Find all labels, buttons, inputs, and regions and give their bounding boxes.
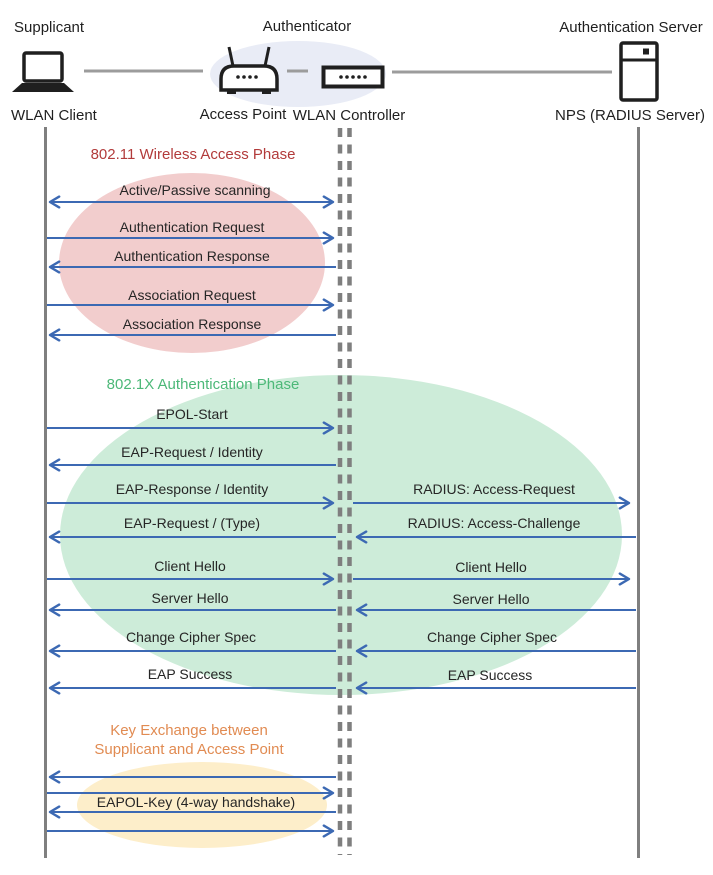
msg-label-eap-success-right: EAP Success [447,667,533,683]
msg-label-server-hello-left: Server Hello [151,590,229,606]
msg-label-client-hello-left: Client Hello [154,558,226,574]
msg-label-eap-request-type: EAP-Request / (Type) [123,515,261,531]
phase3-title-line1: Key Exchange between [110,722,268,739]
msg-label-assoc-request: Association Request [128,287,256,303]
phase2-title: 802.1X Authentication Phase [106,376,300,393]
phase3-title-line2: Supplicant and Access Point [94,741,284,758]
msg-label-change-cipher-left: Change Cipher Spec [126,629,256,645]
phase1-title: 802.11 Wireless Access Phase [90,146,296,163]
phase1-ellipse [59,173,325,353]
device-access-point: Access Point [199,106,287,123]
wlan-controller-icon [321,65,385,89]
msg-label-assoc-response: Association Response [122,316,262,332]
device-wlan-controller: WLAN Controller [292,107,406,124]
laptop-icon [12,51,74,92]
msg-label-eap-response-identity: EAP-Response / Identity [115,481,269,497]
phase3-ellipse [77,762,327,848]
phase2-ellipse [60,375,622,695]
msg-label-change-cipher-right: Change Cipher Spec [427,629,557,645]
msg-label-scanning: Active/Passive scanning [119,182,271,198]
device-wlan-client: WLAN Client [11,107,97,124]
msg-label-eap-request-identity: EAP-Request / Identity [121,444,263,460]
server-icon [619,41,659,102]
role-authentication-server: Authentication Server [559,19,703,36]
role-authenticator: Authenticator [262,18,352,35]
msg-label-eap-success-left: EAP Success [147,666,233,682]
msg-label-auth-request: Authentication Request [119,219,265,235]
msg-label-radius-access-request: RADIUS: Access-Request [413,481,575,497]
role-supplicant: Supplicant [14,19,85,36]
msg-label-server-hello-right: Server Hello [452,591,530,607]
msg-label-client-hello-right: Client Hello [455,559,527,575]
msg-label-radius-access-challenge: RADIUS: Access-Challenge [407,515,581,531]
msg-label-eapol-key: EAPOL-Key (4-way handshake) [96,794,296,810]
access-point-icon [219,46,279,94]
msg-label-auth-response: Authentication Response [114,248,270,264]
device-nps: NPS (RADIUS Server) [554,107,706,124]
msg-label-epol-start: EPOL-Start [156,406,228,422]
